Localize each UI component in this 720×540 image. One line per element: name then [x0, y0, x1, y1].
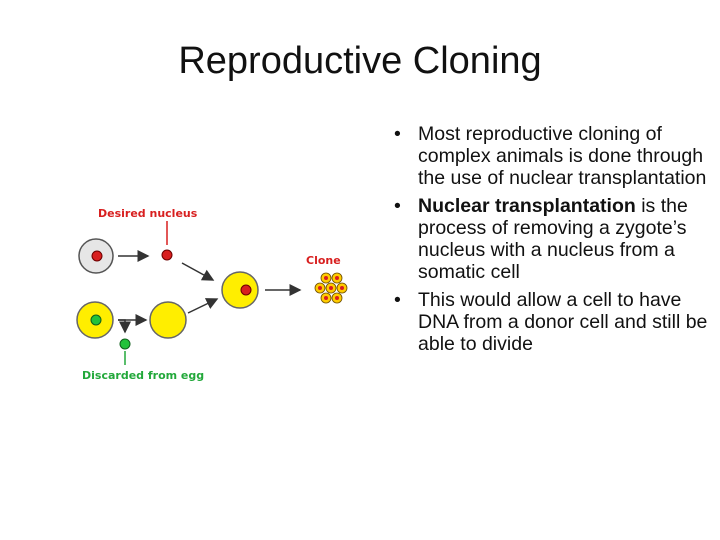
- clone-label: Clone: [306, 254, 341, 267]
- bullet-item: This would allow a cell to have DNA from…: [388, 289, 708, 355]
- bullet-bold-term: Nuclear transplantation: [418, 195, 636, 217]
- bullet-item: Most reproductive cloning of complex ani…: [388, 123, 708, 189]
- bullet-text: is the process of removing a zygote’s nu…: [418, 195, 688, 283]
- somatic-cell-nucleus: [91, 250, 103, 262]
- bullet-text: This would allow a cell to have DNA from…: [418, 289, 708, 355]
- egg-nucleus: [90, 314, 102, 326]
- bullet-item: Nuclear transplantation is the process o…: [388, 195, 708, 283]
- enucleated-egg: [149, 301, 187, 339]
- arrow-nucleus-to-zygote: [181, 262, 215, 281]
- clone-embryo: [314, 272, 348, 304]
- bullet-list: Most reproductive cloning of complex ani…: [388, 123, 708, 361]
- arrow-egg-to-zygote: [187, 298, 219, 314]
- reconstructed-zygote: [221, 271, 259, 309]
- desired-nucleus-label: Desired nucleus: [98, 207, 198, 220]
- cloning-diagram: Desired nucleus Discarded from egg Clone: [76, 207, 348, 382]
- discarded-nucleus: [119, 338, 131, 350]
- slide-title: Reproductive Cloning: [178, 40, 542, 82]
- bullet-text: Most reproductive cloning of complex ani…: [418, 123, 707, 189]
- zygote-nucleus: [240, 284, 252, 296]
- desired-nucleus: [161, 249, 173, 261]
- discarded-from-egg-label: Discarded from egg: [82, 369, 204, 382]
- discard-arrow: [118, 319, 131, 334]
